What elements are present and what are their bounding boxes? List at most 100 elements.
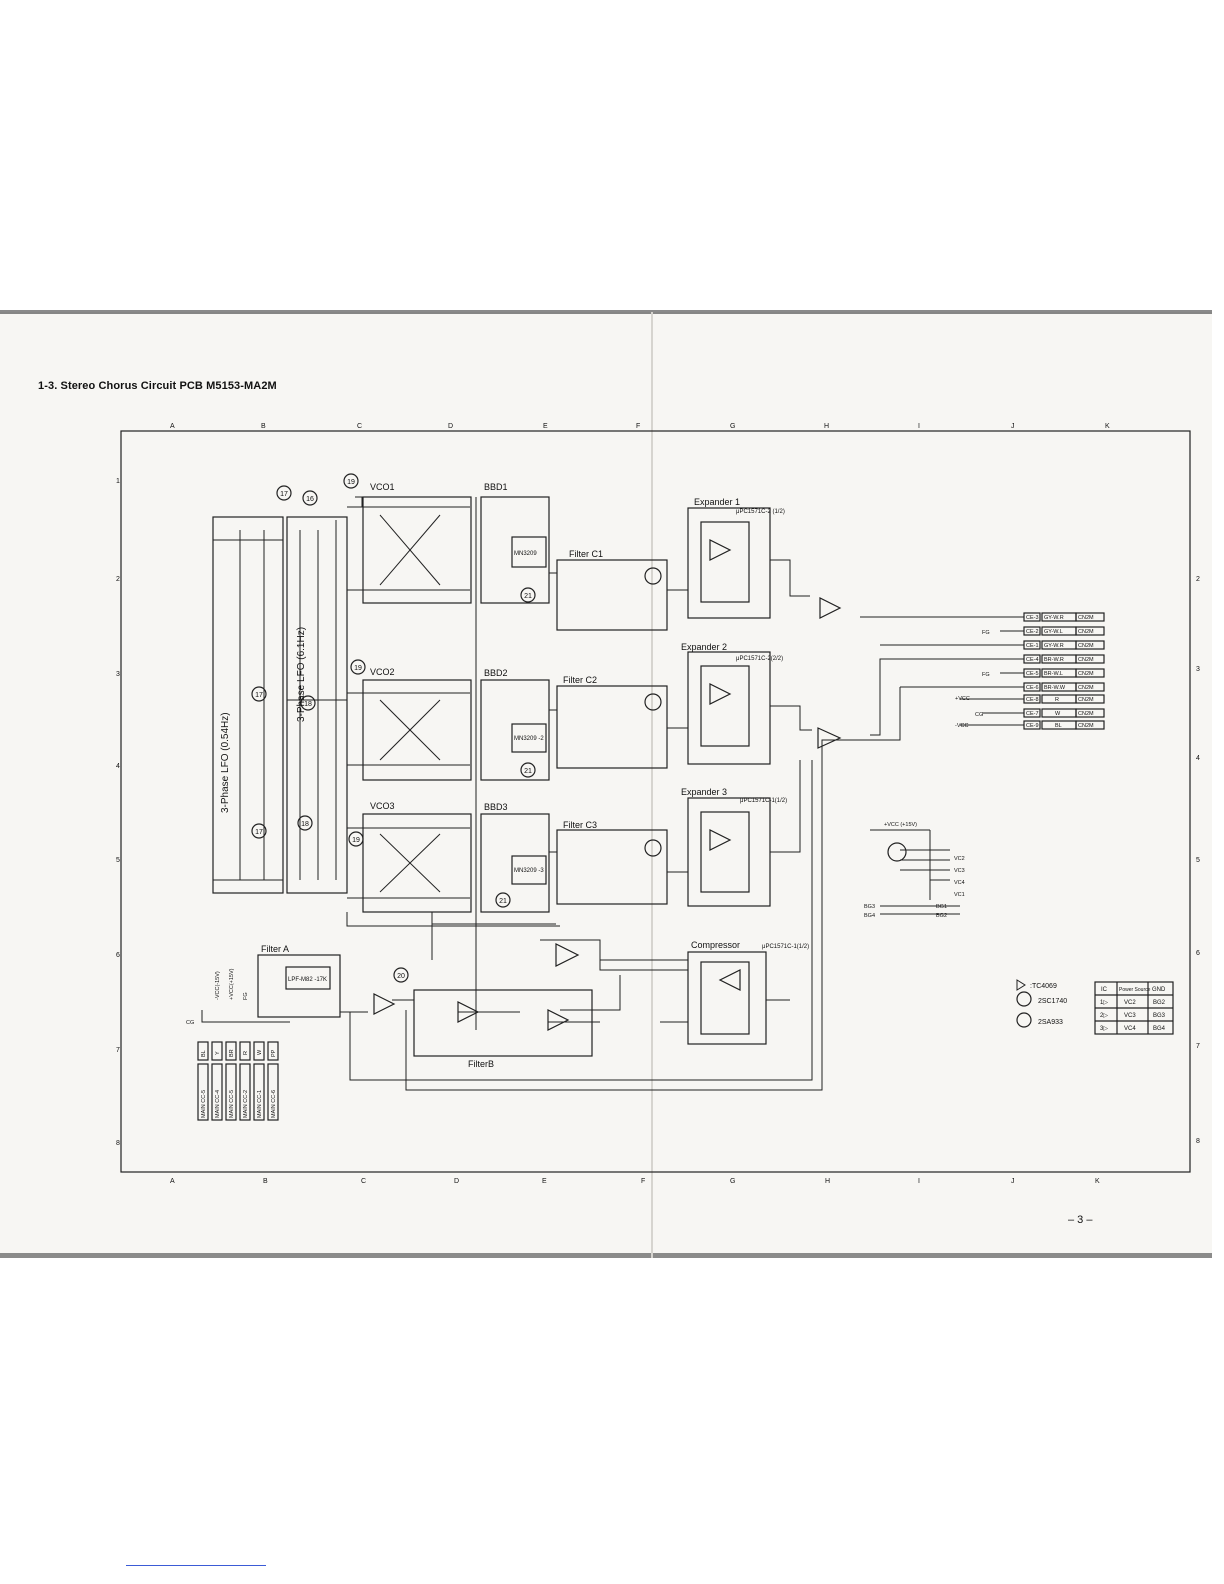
fg-power-label: FG <box>243 992 249 1000</box>
expander2-box <box>687 651 771 765</box>
bbd3-label: BBD3 <box>484 802 508 812</box>
fg-label-2: FG <box>982 672 990 678</box>
conn-wire-2: GY-W.L <box>1044 629 1063 635</box>
bbd2-label: BBD2 <box>484 668 508 678</box>
mn3209-3-label: MN3209 -3 <box>514 868 544 874</box>
conn-pin-4: CE-4 <box>1026 657 1039 663</box>
grid-col-K-top: K <box>1105 423 1110 430</box>
left-conn-4: MAIN CC-2 <box>243 1090 249 1118</box>
grid-row-4-left: 4 <box>116 763 120 770</box>
grid-col-H-bottom: H <box>825 1178 830 1185</box>
grid-row-5-left: 5 <box>116 857 120 864</box>
expander1-box <box>687 507 771 619</box>
grid-row-3-left: 3 <box>116 671 120 678</box>
grid-row-4-right: 4 <box>1196 755 1200 762</box>
vco2-box <box>362 679 472 781</box>
ic-row-1-gnd: BG2 <box>1153 1000 1166 1006</box>
transistor-symbols <box>644 567 1032 1028</box>
marker-circles <box>251 473 536 983</box>
expander1-label: Expander 1 <box>694 497 740 507</box>
vcc-minus-label: -VCC <box>955 723 968 729</box>
grid-row-8-right: 8 <box>1196 1138 1200 1145</box>
filter-c3-box <box>556 829 668 905</box>
left-pin-4: R <box>243 1051 249 1055</box>
ic-row-2-gnd: BG3 <box>1153 1013 1166 1019</box>
signal-wiring <box>201 496 1024 1091</box>
ic-table-header-ic: IC <box>1101 987 1108 993</box>
scan-edge-bottom <box>0 1253 1212 1258</box>
scan-edge-top <box>0 310 1212 314</box>
marker-19a: 19 <box>347 479 355 486</box>
left-pin-6: PP <box>271 1049 277 1057</box>
conn-wire-7: R <box>1055 697 1059 703</box>
conn-pin-9: CE-9 <box>1026 723 1039 729</box>
expander1-part: μPC1571C-2 (1/2) <box>736 509 785 515</box>
marker-17b: 17 <box>255 692 263 699</box>
vco2-label: VCO2 <box>370 667 395 677</box>
grid-row-8-left: 8 <box>116 1140 120 1147</box>
cg-power-label: CG <box>186 1020 194 1026</box>
compressor-label: Compressor <box>691 940 740 950</box>
grid-col-C-bottom: C <box>361 1178 366 1185</box>
conn-wire-6: BR-W.W <box>1044 685 1066 691</box>
op-amp-symbols <box>373 539 842 1031</box>
filter-b-label: FilterB <box>468 1059 494 1069</box>
conn-plug-8: CN2M <box>1078 711 1094 717</box>
filter-c1-box <box>556 559 668 631</box>
vco1-box <box>362 496 472 604</box>
conn-pin-8: CE-7 <box>1026 711 1039 717</box>
vcc-supply-label: +VCC (+15V) <box>884 822 917 828</box>
conn-pin-5: CE-5 <box>1026 671 1039 677</box>
compressor-part: μPC1571C-1(1/2) <box>762 944 809 950</box>
ic-row-2-power: VC3 <box>1124 1013 1136 1019</box>
filter-c2-label: Filter C2 <box>563 675 597 685</box>
supply-out-4: VC1 <box>954 892 965 898</box>
left-pin-5: W <box>257 1049 263 1055</box>
mn3209-2-label: MN3209 -2 <box>514 736 544 742</box>
vcc-plus-power-label: +VCC(+15V) <box>229 968 235 1000</box>
conn-pin-1: CE-3 <box>1026 615 1039 621</box>
left-connector-strips <box>197 1041 279 1121</box>
grid-row-1-left: 1 <box>116 478 120 485</box>
vco3-box <box>362 813 472 913</box>
right-connector-boxes <box>1023 612 1105 730</box>
ic-row-3-ic: 3▷ <box>1100 1026 1108 1032</box>
lfo2-label: 3-Phase LFO (6.1Hz) <box>296 627 307 722</box>
conn-pin-7: CE-8 <box>1026 697 1039 703</box>
grid-col-D-bottom: D <box>454 1178 459 1185</box>
mn3209-1-label: MN3209 <box>514 551 537 557</box>
conn-plug-3: CN2M <box>1078 643 1094 649</box>
schematic-frame <box>120 430 1191 1173</box>
conn-wire-1: GY-W.R <box>1044 615 1064 621</box>
marker-17a: 17 <box>280 491 288 498</box>
left-conn-5: MAIN CC-1 <box>257 1090 263 1118</box>
grid-col-B-top: B <box>261 423 266 430</box>
page-title: 1-3. Stereo Chorus Circuit PCB M5153-MA2… <box>38 380 277 392</box>
legend-inverter-part: :TC4069 <box>1030 983 1057 990</box>
marker-21b: 21 <box>524 768 532 775</box>
expander2-label: Expander 2 <box>681 642 727 652</box>
filter-a-label: Filter A <box>261 944 289 954</box>
marker-21a: 21 <box>524 593 532 600</box>
grid-labels: A B C D E F G H I J K A B C D E F G H I … <box>116 423 1200 1185</box>
grid-col-I-bottom: I <box>918 1178 920 1185</box>
conn-plug-1: CN2M <box>1078 615 1094 621</box>
footer-link-underline[interactable] <box>126 1565 266 1566</box>
grid-col-A-bottom: A <box>170 1178 175 1185</box>
inverter-icon <box>1016 979 1026 991</box>
lpf-chip-label: LPF-M82 -17K <box>288 977 327 983</box>
page-fold <box>651 312 653 1258</box>
ic-table-header-gnd: GND <box>1152 987 1166 993</box>
ic-row-3-power: VC4 <box>1124 1026 1136 1032</box>
left-conn-6: MAIN CC-6 <box>271 1090 277 1118</box>
supply-gnd-2: BG4 <box>864 913 875 919</box>
grid-col-F-top: F <box>636 423 640 430</box>
filter-b-box <box>413 989 593 1057</box>
filter-a-box <box>257 954 341 1018</box>
left-pin-3: BR <box>229 1049 235 1057</box>
legend-pnp-part: 2SA933 <box>1038 1019 1063 1026</box>
vco1-label: VCO1 <box>370 482 395 492</box>
conn-plug-7: CN2M <box>1078 697 1094 703</box>
grid-row-5-right: 5 <box>1196 857 1200 864</box>
